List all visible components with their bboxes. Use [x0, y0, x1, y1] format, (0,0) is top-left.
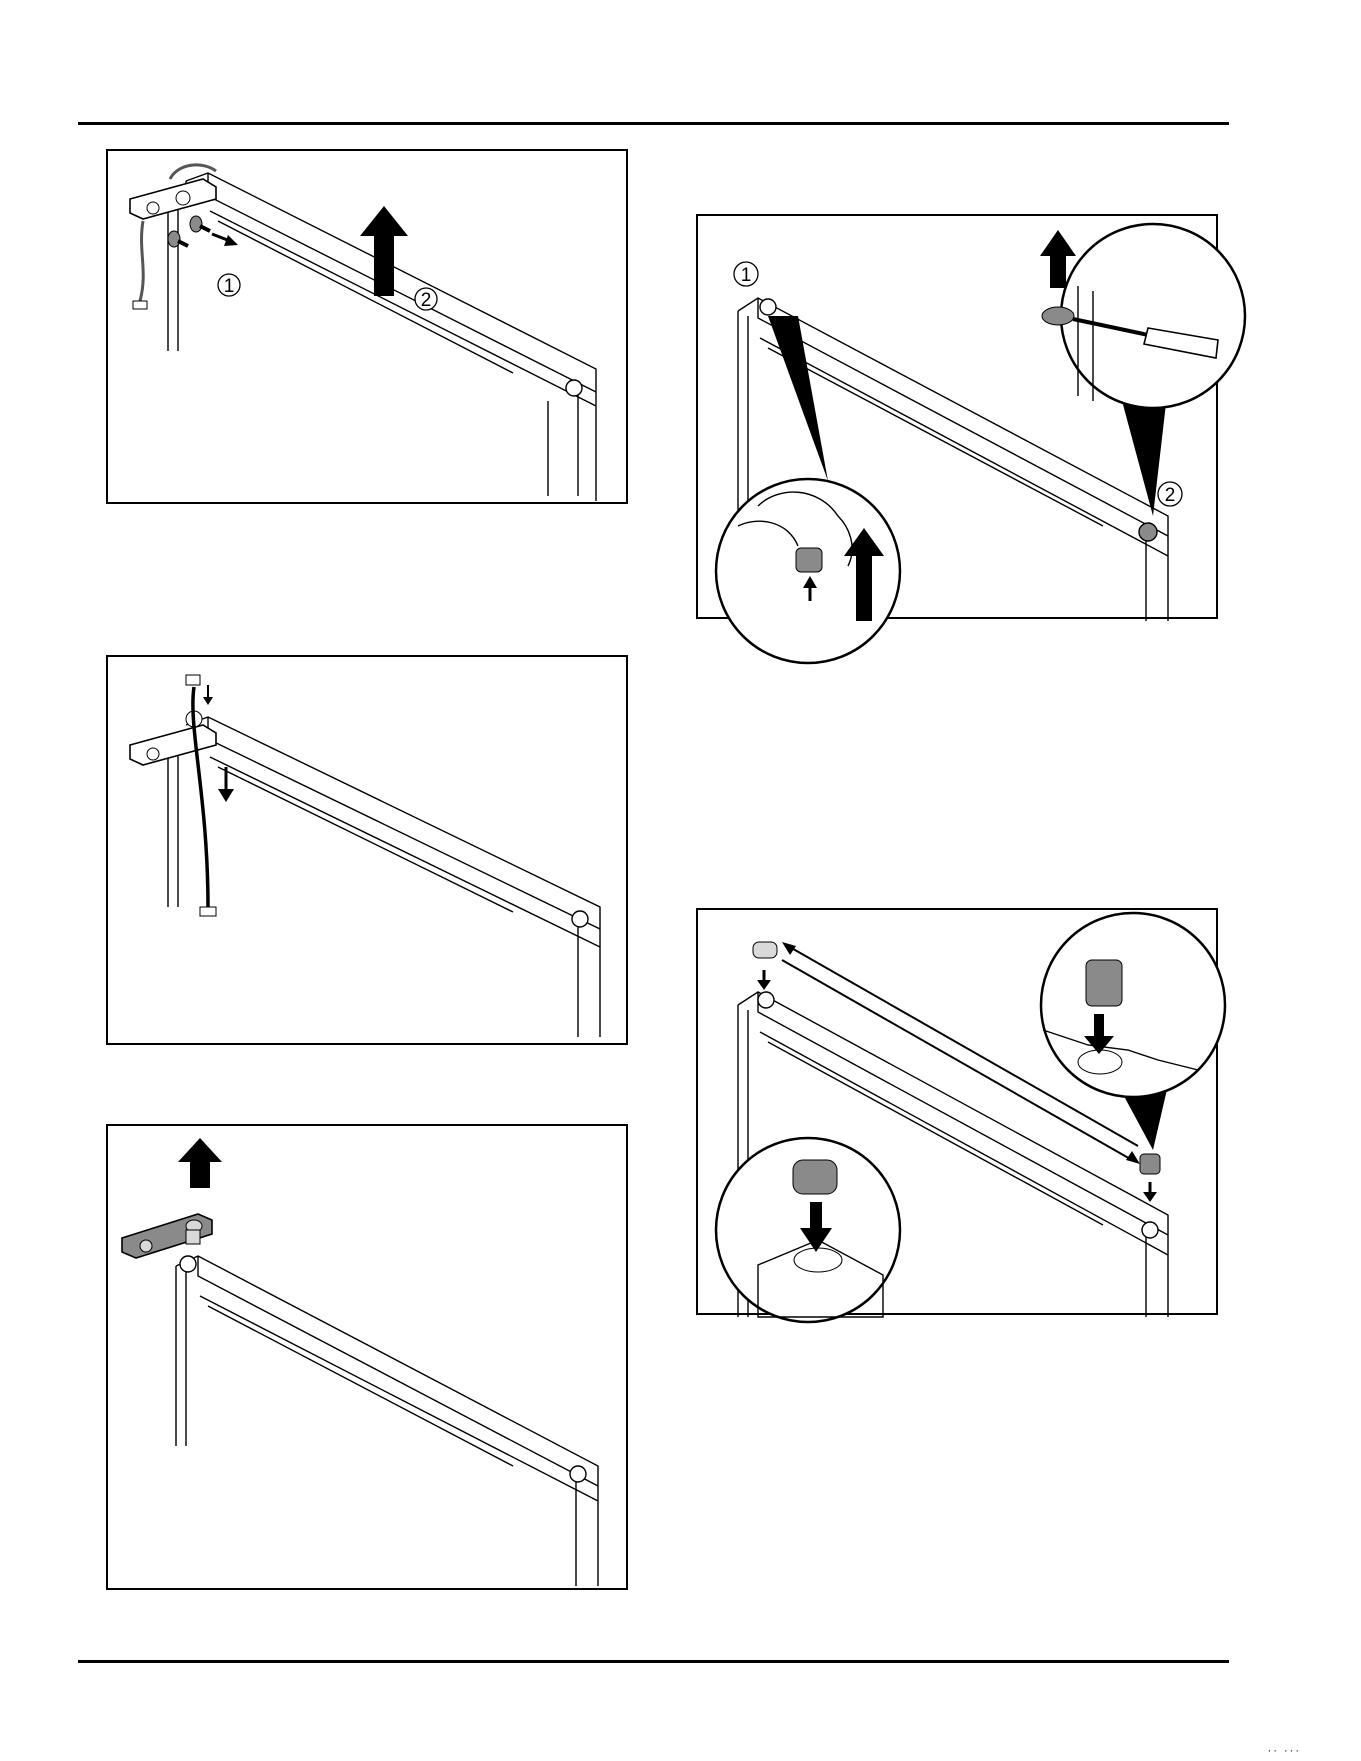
cover-cap-icon: [1139, 523, 1157, 541]
figure-1-illustration: 1 2: [108, 151, 630, 506]
figure-3-illustration: [108, 1126, 630, 1592]
hinge-bushing-icon: [1086, 960, 1122, 1006]
screw-icon: [168, 216, 210, 247]
callout-2: 2: [415, 288, 437, 311]
cover-cap-icon: [1042, 307, 1074, 325]
magnifier-detail-top: [1040, 224, 1245, 516]
hinge-plate-icon: [130, 179, 216, 219]
magnifier-detail-bottom: [716, 316, 900, 663]
pull-out-arrow-icon: [212, 234, 238, 246]
hinge-plate-icon: [122, 1214, 212, 1258]
figure-1-remove-screws: 1 2: [106, 149, 628, 504]
cable-connector-icon: [200, 907, 216, 916]
header-rule: [78, 122, 1229, 125]
hinge-bushing-icon: [570, 1466, 586, 1482]
callout-2: 2: [1158, 482, 1182, 506]
figure-2-illustration: [108, 657, 630, 1047]
footer-rule: [78, 1660, 1229, 1663]
cable-connector-icon: [186, 675, 200, 685]
lift-up-arrow-icon: [178, 1138, 222, 1188]
hinge-bushing-icon: [566, 380, 582, 396]
svg-text:1: 1: [224, 276, 235, 297]
svg-text:2: 2: [1165, 485, 1176, 506]
magnifier-detail-top: [1041, 913, 1225, 1150]
callout-1: 1: [218, 274, 240, 297]
cable-icon: [140, 221, 143, 301]
figure-2-thread-cable: [106, 655, 628, 1045]
hinge-bushing-icon: [796, 548, 822, 572]
lift-up-arrow-icon: [360, 206, 408, 296]
cover-cap-icon: [753, 942, 777, 958]
magnifier-detail-bottom: [716, 1138, 900, 1322]
callout-1: 1: [734, 262, 758, 286]
svg-text:1: 1: [741, 265, 752, 286]
svg-text:2: 2: [421, 290, 432, 311]
cover-cap-icon: [793, 1160, 837, 1194]
hinge-bushing-icon: [572, 911, 588, 927]
hinge-bushing-icon: [1140, 1154, 1160, 1174]
corner-mark: ·· ···: [1268, 1745, 1301, 1757]
figure-4-illustration: 1 2: [698, 216, 1220, 621]
figure-5-swap-covers: [696, 908, 1218, 1315]
figure-3-lift-off-hinge: [106, 1124, 628, 1590]
figure-5-illustration: [698, 910, 1220, 1317]
figure-4-remove-covers: 1 2: [696, 214, 1218, 619]
cable-connector-icon: [133, 301, 147, 309]
